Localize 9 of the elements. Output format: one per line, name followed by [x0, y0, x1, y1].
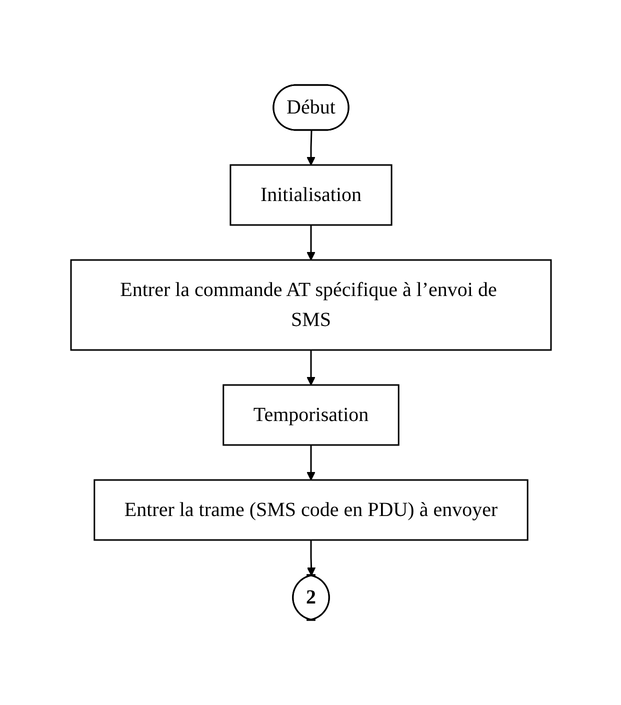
arrow: [306, 540, 316, 576]
node-box: Temporisation: [222, 384, 399, 446]
arrow: [306, 350, 315, 386]
arrow: [306, 225, 315, 260]
arrow: [306, 445, 315, 480]
node-box: Initialisation: [229, 164, 392, 226]
node-box: Entrer la trame (SMS code en PDU) à envoyer: [93, 479, 528, 541]
node-box: Entrer la commande AT spécifique à l’envoi de SMS: [70, 259, 552, 351]
arrow: [306, 130, 315, 166]
